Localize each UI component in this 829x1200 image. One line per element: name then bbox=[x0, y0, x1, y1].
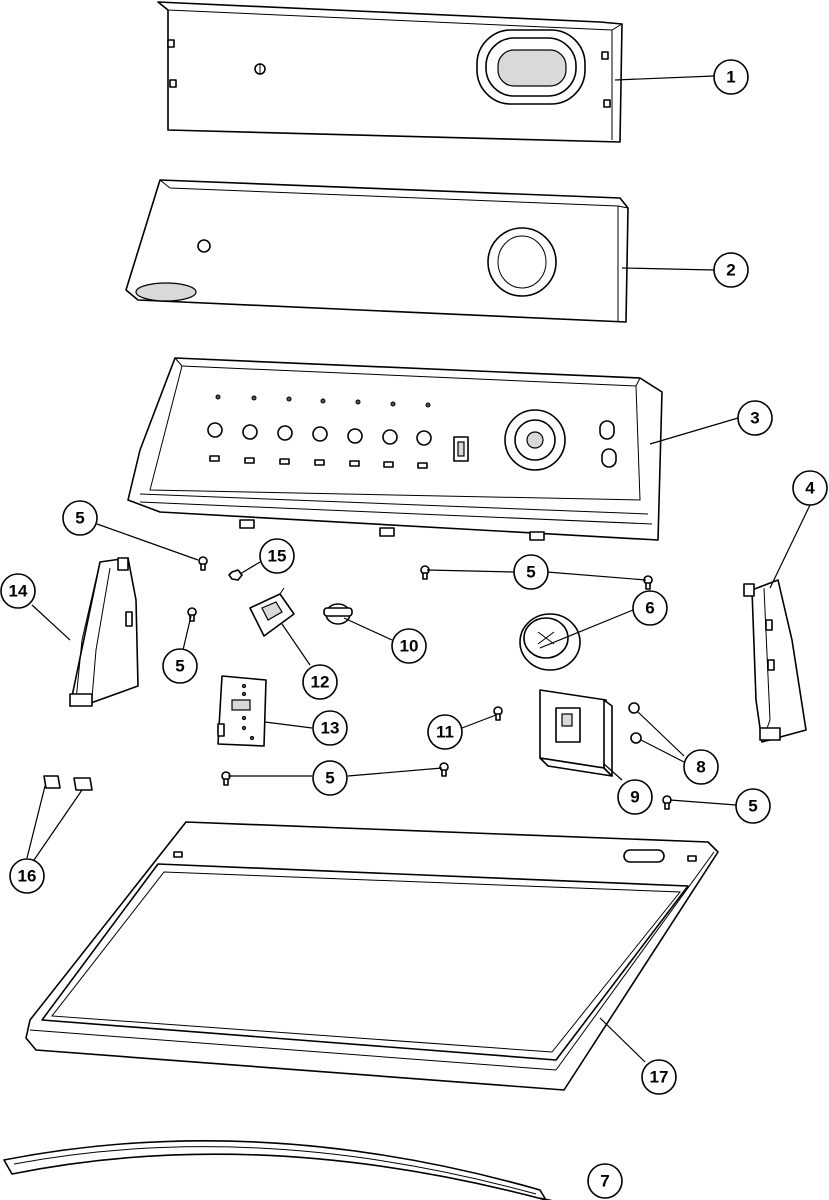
svg-text:8: 8 bbox=[696, 758, 705, 777]
callout-12: 12 bbox=[302, 664, 338, 700]
callout-17: 17 bbox=[641, 1059, 677, 1095]
callout-1: 1 bbox=[713, 59, 749, 95]
callout-5-center: 5 bbox=[513, 554, 549, 590]
svg-text:12: 12 bbox=[311, 673, 330, 692]
screw-11 bbox=[493, 706, 503, 721]
callout-5-left: 5 bbox=[162, 648, 198, 684]
callout-16: 16 bbox=[9, 858, 45, 894]
part-4-right-end-cap bbox=[743, 579, 807, 743]
svg-text:6: 6 bbox=[645, 599, 654, 618]
svg-text:16: 16 bbox=[18, 867, 37, 886]
callout-7: 7 bbox=[587, 1163, 623, 1199]
svg-text:5: 5 bbox=[75, 509, 84, 528]
console-button-holes bbox=[207, 394, 432, 469]
callout-2: 2 bbox=[713, 252, 749, 288]
callout-11: 11 bbox=[427, 714, 463, 750]
svg-text:13: 13 bbox=[321, 719, 340, 738]
svg-text:11: 11 bbox=[436, 723, 454, 742]
callout-15: 15 bbox=[259, 538, 295, 574]
svg-text:5: 5 bbox=[748, 797, 757, 816]
part-8-grommets bbox=[628, 702, 642, 744]
svg-text:15: 15 bbox=[268, 547, 287, 566]
svg-text:5: 5 bbox=[175, 657, 184, 676]
callout-13: 13 bbox=[312, 710, 348, 746]
svg-text:7: 7 bbox=[600, 1172, 609, 1191]
part-2-console-cover bbox=[125, 179, 629, 323]
part-7-trim-strip bbox=[3, 1139, 547, 1200]
svg-text:3: 3 bbox=[750, 409, 759, 428]
callout-8: 8 bbox=[683, 749, 719, 785]
part-17-top-frame bbox=[25, 821, 719, 1091]
part-16-pads bbox=[43, 775, 93, 791]
svg-text:2: 2 bbox=[726, 261, 735, 280]
callout-5-top-left: 5 bbox=[62, 500, 98, 536]
part-1-rear-panel bbox=[157, 1, 623, 143]
svg-text:17: 17 bbox=[650, 1068, 669, 1087]
callout-5-right: 5 bbox=[735, 788, 771, 824]
part-10-knob bbox=[323, 603, 353, 625]
screw-5e bbox=[221, 771, 231, 786]
part-9-control-box bbox=[539, 689, 613, 777]
svg-text:5: 5 bbox=[325, 769, 334, 788]
nut-15 bbox=[228, 569, 243, 581]
svg-text:4: 4 bbox=[805, 479, 815, 498]
screw-5c bbox=[643, 575, 653, 590]
callout-3: 3 bbox=[737, 400, 773, 436]
callout-10: 10 bbox=[391, 628, 427, 664]
svg-text:9: 9 bbox=[630, 788, 639, 807]
screw-5d bbox=[187, 607, 197, 622]
screw-5g bbox=[662, 795, 672, 810]
svg-text:1: 1 bbox=[726, 68, 735, 87]
leader-lines bbox=[26, 75, 811, 1200]
callout-6: 6 bbox=[632, 590, 668, 626]
callout-4: 4 bbox=[792, 470, 828, 506]
svg-text:5: 5 bbox=[526, 563, 535, 582]
part-3-console bbox=[127, 357, 663, 541]
screw-5a bbox=[198, 556, 208, 571]
part-6-timer-knob bbox=[519, 613, 581, 671]
callout-14: 14 bbox=[0, 573, 36, 609]
svg-text:10: 10 bbox=[400, 637, 419, 656]
svg-text:14: 14 bbox=[9, 582, 28, 601]
callout-5-bottom: 5 bbox=[312, 760, 348, 796]
callout-9: 9 bbox=[617, 779, 653, 815]
part-14-left-end-cap bbox=[69, 557, 139, 707]
part-12-switch bbox=[249, 587, 295, 637]
part-13-bracket bbox=[217, 675, 267, 747]
screw-5b bbox=[420, 565, 430, 580]
screw-5f bbox=[439, 762, 449, 777]
